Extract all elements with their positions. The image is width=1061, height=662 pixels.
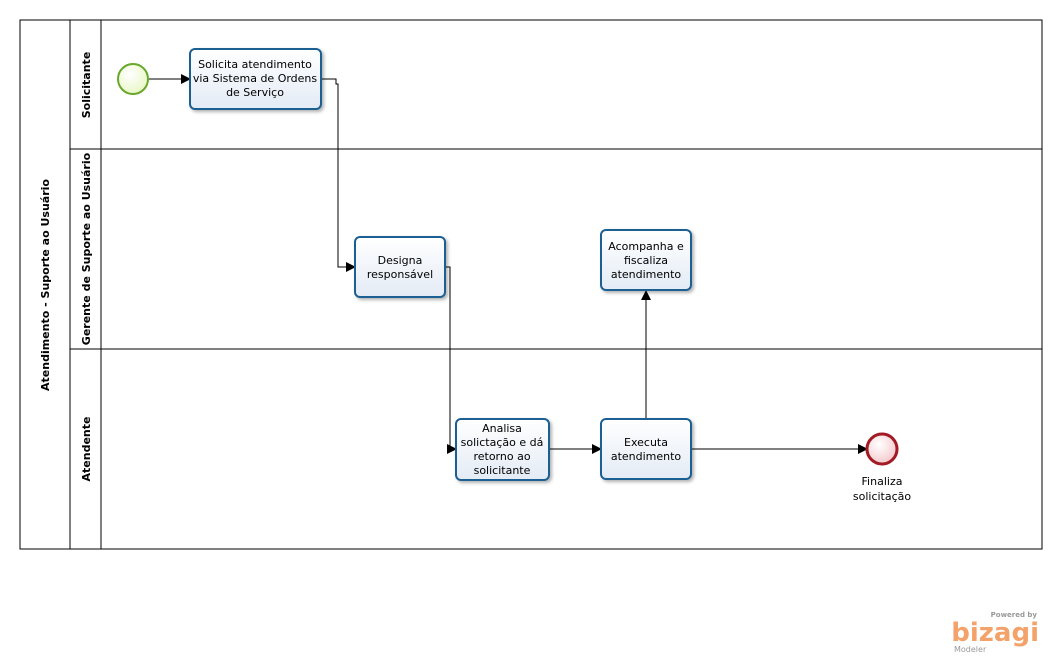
start-event[interactable] — [117, 63, 149, 95]
task-executa-box[interactable] — [600, 418, 692, 480]
watermark-modeler: Modeler — [954, 645, 987, 654]
lane-labels: Solicitante Gerente de Suporte ao Usuári… — [80, 52, 93, 482]
task-acompanha-line-1: Acompanha e — [608, 240, 684, 253]
lane-label-gerente: Gerente de Suporte ao Usuário — [80, 152, 93, 345]
end-event-label-line-2: solicitação — [853, 490, 912, 503]
flow-designa-to-analisa — [445, 266, 457, 454]
bizagi-watermark: Powered by bizagi Modeler — [951, 611, 1039, 654]
task-analisa-line-2: solictação e dá — [461, 436, 544, 449]
task-solicita-box[interactable] — [189, 48, 322, 110]
pool-title: Atendimento - Suporte ao Usuário — [39, 179, 52, 391]
task-executa-atendimento[interactable]: Executa atendimento — [600, 418, 692, 480]
task-solicita-line-1: Solicita atendimento — [198, 58, 312, 71]
lane-label-atendente: Atendente — [80, 417, 93, 482]
task-acompanha-line-2: fiscaliza — [624, 254, 668, 267]
end-event-finaliza[interactable]: Finaliza solicitação — [853, 432, 912, 503]
task-solicita-line-3: de Serviço — [226, 86, 284, 99]
task-analisa-line-1: Analisa — [482, 422, 522, 435]
task-solicita-atendimento[interactable]: Solicita atendimento via Sistema de Orde… — [189, 48, 322, 110]
task-acompanha-box[interactable] — [600, 229, 692, 291]
task-analisa-box[interactable] — [455, 418, 550, 481]
sequence-flows — [149, 74, 868, 454]
watermark-powered-by: Powered by — [991, 611, 1038, 619]
task-analisa-line-4: solicitante — [474, 464, 531, 477]
task-executa-line-2: atendimento — [611, 450, 682, 463]
task-designa-line-1: Designa — [378, 254, 423, 267]
task-analisa-solicitacao[interactable]: Analisa solictação e dá retorno ao solic… — [455, 418, 550, 481]
end-event[interactable] — [865, 432, 899, 466]
task-analisa-line-3: retorno ao — [473, 450, 530, 463]
task-designa-box[interactable] — [354, 236, 446, 298]
task-solicita-line-2: via Sistema de Ordens — [193, 72, 318, 85]
task-executa-line-1: Executa — [624, 436, 668, 449]
task-designa-line-2: responsável — [367, 268, 433, 281]
task-designa-responsavel[interactable]: Designa responsável — [354, 236, 446, 298]
task-acompanha-line-3: atendimento — [611, 268, 682, 281]
flow-solicita-to-designa — [321, 78, 356, 272]
lane-label-solicitante: Solicitante — [80, 52, 93, 119]
task-acompanha-fiscaliza[interactable]: Acompanha e fiscaliza atendimento — [600, 229, 692, 291]
end-event-label-line-1: Finaliza — [862, 475, 903, 488]
watermark-brand-logo: bizagi — [951, 618, 1039, 648]
